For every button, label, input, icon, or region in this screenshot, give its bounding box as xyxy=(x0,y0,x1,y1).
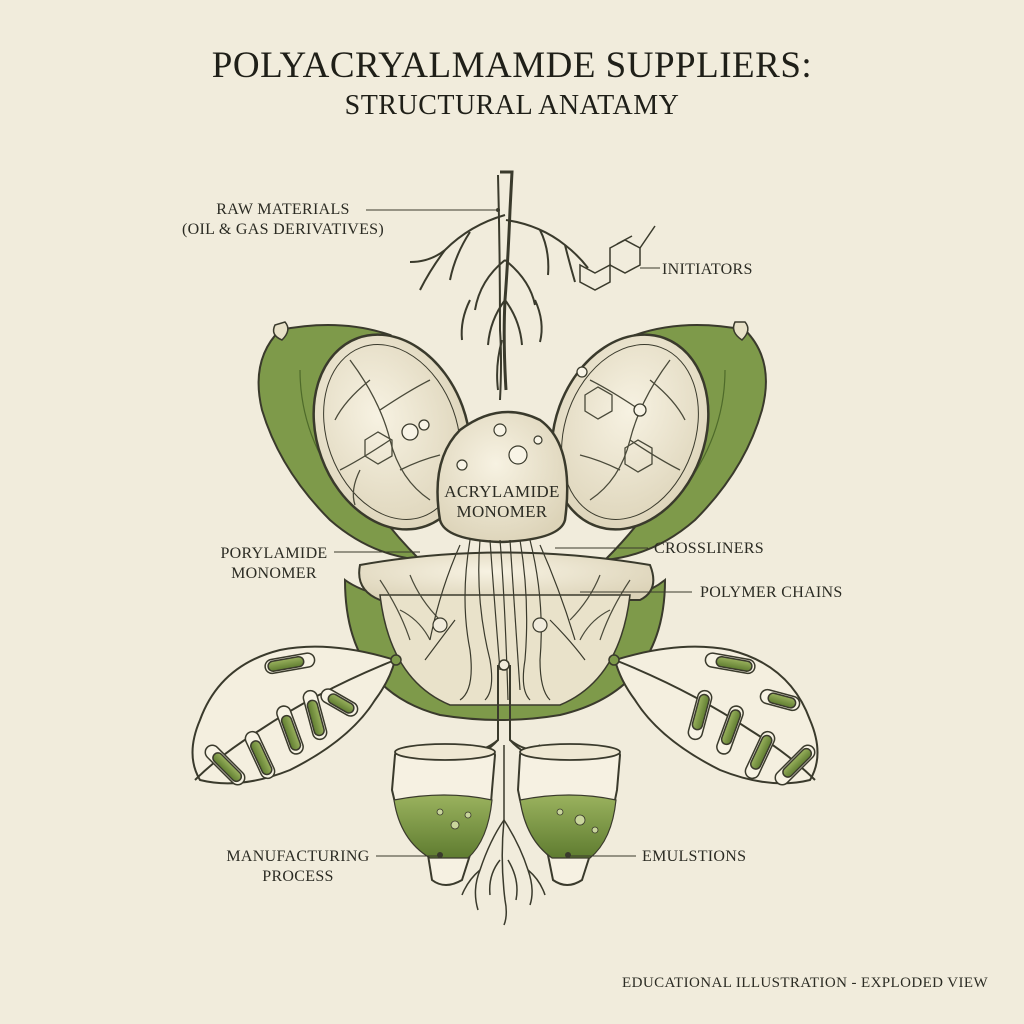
left-flask xyxy=(390,743,497,886)
right-test-tubes xyxy=(687,652,816,786)
bottom-roots xyxy=(461,745,546,926)
footer-caption: EDUCATIONAL ILLUSTRATION - EXPLODED VIEW xyxy=(622,975,988,991)
acrylamide-monomer-bulb xyxy=(436,410,569,544)
lower-bowl xyxy=(343,551,667,721)
raw-materials-root xyxy=(409,170,589,401)
label-initiators: INITIATORS xyxy=(662,261,753,278)
left-test-tubes xyxy=(204,652,359,786)
leader-lines xyxy=(334,547,692,857)
page-title: POLYACRYALMAMDE SUPPLIERS: xyxy=(211,45,813,86)
label-polymer-chains: POLYMER CHAINS xyxy=(700,584,843,601)
left-pod xyxy=(257,321,472,562)
label-crossliners: CROSSLINERS xyxy=(654,540,764,557)
right-pod xyxy=(550,321,767,562)
label-acrylamide-monomer: ACRYLAMIDE MONOMER xyxy=(444,482,560,521)
label-raw-materials: RAW MATERIALS (OIL & GAS DERIVATIVES) xyxy=(182,201,385,238)
polymer-chain-tendrils xyxy=(424,539,586,701)
right-flask xyxy=(516,743,622,886)
label-manufacturing-process: MANUFACTURING PROCESS xyxy=(226,848,370,885)
label-porylamide-monomer: PORYLAMIDE MONOMER xyxy=(220,545,328,582)
initiator-molecule-icon xyxy=(579,225,656,291)
label-emulstions: EMULSTIONS xyxy=(642,848,747,865)
page-subtitle: STRUCTURAL ANATAMY xyxy=(344,90,680,121)
